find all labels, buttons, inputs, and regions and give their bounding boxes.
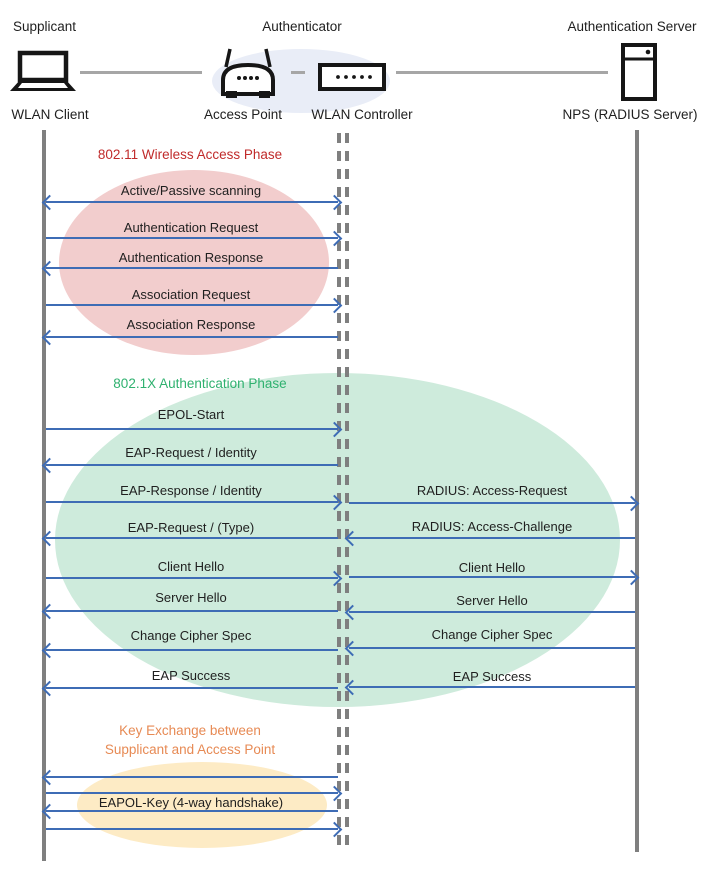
message-arrow-right [46,421,343,437]
actor-role-authentication-server: Authentication Server [567,19,697,34]
device-label-wlan-client: WLAN Client [11,107,89,122]
actor-role-authenticator: Authenticator [262,19,342,34]
connector-line [396,71,608,74]
message-arrow-left [344,640,635,656]
message-label: EAP Success [452,669,532,684]
message-arrow-right [46,785,343,801]
message-arrow-left [41,803,338,819]
message-arrow-left [41,769,338,785]
device-label-access-point: Access Point [203,107,283,122]
message-arrow-left [41,260,338,276]
message-arrow-left [41,457,338,473]
lifeline-radius-server [635,130,639,852]
message-label: EAPOL-Key (4-way handshake) [98,795,284,810]
connector-line [80,71,202,74]
message-label: Client Hello [458,560,526,575]
controller-box-icon [318,63,386,91]
message-arrow-right [46,821,343,837]
laptop-icon [10,50,76,91]
message-label: EAP Success [151,668,231,683]
phase2-title: 802.1X Authentication Phase [113,376,287,391]
message-label: EAP-Request / Identity [125,445,257,460]
message-arrow-right [349,495,640,511]
message-arrow-left [41,680,338,696]
message-label: Association Response [126,317,256,332]
phase1-ellipse [59,170,329,355]
device-label-wlan-controller: WLAN Controller [311,107,413,122]
message-arrow-left [41,603,338,619]
message-arrow-right [46,570,343,586]
lifeline-wlan-controller [345,133,349,849]
message-label: Change Cipher Spec [431,627,553,642]
wireless-router-icon [221,48,275,98]
message-label: Active/Passive scanning [120,183,262,198]
message-arrow-left [344,604,635,620]
message-arrow-left [41,530,338,546]
message-arrow-right [349,569,640,585]
message-arrow-right [46,494,343,510]
server-tower-icon [621,43,657,101]
message-label: EAP-Response / Identity [120,483,262,498]
message-arrow-left [41,642,338,658]
message-arrow-left [41,329,338,345]
connector-dash [291,71,305,74]
message-label: Server Hello [456,593,528,608]
phase3-title-line2: Supplicant and Access Point [104,742,276,757]
message-label: Client Hello [157,559,225,574]
message-arrow-right [46,230,343,246]
phase1-title: 802.11 Wireless Access Phase [97,147,283,162]
lifeline-wlan-client [42,130,46,861]
message-label: Authentication Request [123,220,259,235]
lifeline-access-point [337,133,341,849]
message-label: EPOL-Start [157,407,225,422]
message-label: Server Hello [155,590,227,605]
phase3-title-line1: Key Exchange between [119,723,261,738]
message-label: RADIUS: Access-Request [416,483,568,498]
message-label: Association Request [131,287,251,302]
message-label: RADIUS: Access-Challenge [411,519,573,534]
message-arrow-left [344,530,635,546]
actor-role-supplicant: Supplicant [13,19,77,34]
message-label: Change Cipher Spec [130,628,252,643]
device-label-nps-radius-server: NPS (RADIUS Server) [562,107,698,122]
message-arrow-left [344,679,635,695]
message-label: Authentication Response [118,250,264,265]
message-arrow-right [46,297,343,313]
message-arrow-both [41,194,343,210]
message-label: EAP-Request / (Type) [127,520,255,535]
